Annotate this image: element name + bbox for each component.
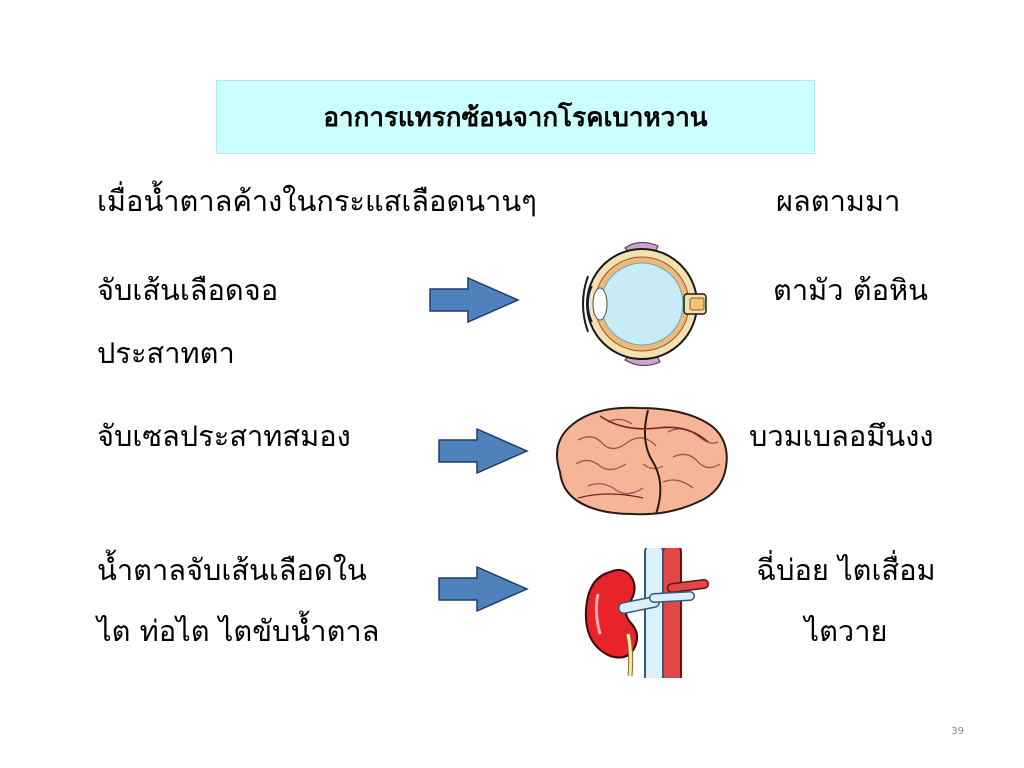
brain-illustration [556, 406, 728, 516]
slide-title-box: อาการแทรกซ้อนจากโรคเบาหวาน [216, 80, 815, 154]
row-3-effect-line-1: ฉี่บ่อย ไตเสื่อม [756, 553, 936, 587]
right-column-header: ผลตามมา [776, 184, 901, 218]
slide-title: อาการแทรกซ้อนจากโรคเบาหวาน [323, 102, 708, 133]
eye-illustration [582, 241, 707, 367]
row-3-cause-line-1: น้ำตาลจับเส้นเลือดใน [97, 553, 367, 587]
row-3-arrow-icon [438, 565, 529, 613]
row-2-effect-line-1: บวมเบลอมึนงง [749, 419, 934, 453]
kidney-illustration [584, 548, 709, 678]
slide-number: 39 [951, 726, 964, 737]
row-2-cause-line-1: จับเซลประสาทสมอง [97, 419, 351, 453]
row-3-cause-line-2: ไต ท่อไต ไตขับน้ำตาล [97, 614, 380, 648]
row-3-effect-line-2: ไตวาย [804, 614, 888, 648]
row-1-effect-line-1: ตามัว ต้อหิน [773, 273, 928, 307]
row-1-cause-line-2: ประสาทตา [97, 336, 235, 370]
row-1-arrow-icon [429, 276, 520, 324]
row-1-cause-line-1: จับเส้นเลือดจอ [97, 273, 279, 307]
row-2-arrow-icon [438, 427, 529, 475]
left-column-header: เมื่อน้ำตาลค้างในกระแสเลือดนานๆ [97, 184, 537, 218]
